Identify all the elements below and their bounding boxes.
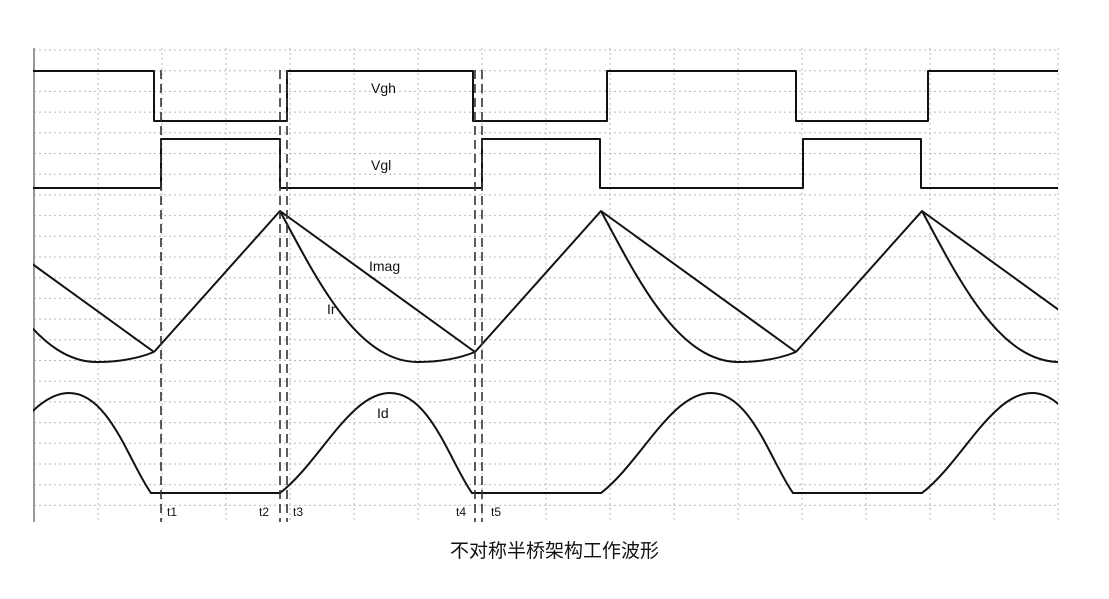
id-trace xyxy=(33,392,154,494)
vgh-trace xyxy=(33,70,1058,122)
marker-t2: t2 xyxy=(259,505,269,519)
imag-trace xyxy=(33,263,155,353)
id-trace xyxy=(796,392,1058,494)
id-trace xyxy=(154,392,475,494)
label-vgl: Vgl xyxy=(371,157,391,173)
label-imag: Imag xyxy=(369,258,400,274)
label-id: Id xyxy=(377,405,389,421)
marker-t5: t5 xyxy=(491,505,501,519)
imag-trace xyxy=(153,210,476,353)
vgl-trace xyxy=(33,138,1058,189)
ir-trace xyxy=(33,327,155,363)
id-trace xyxy=(475,392,796,494)
label-vgh: Vgh xyxy=(371,80,396,96)
marker-t1: t1 xyxy=(167,505,177,519)
grid xyxy=(34,48,1059,522)
ir-trace xyxy=(600,210,797,363)
ir-trace xyxy=(279,210,476,363)
figure-caption: 不对称半桥架构工作波形 xyxy=(449,540,659,562)
imag-trace xyxy=(795,210,1058,353)
marker-t4: t4 xyxy=(456,505,466,519)
marker-t3: t3 xyxy=(293,505,303,519)
ir-trace xyxy=(921,210,1058,363)
label-ir: Ir xyxy=(327,301,336,317)
imag-trace xyxy=(474,210,797,353)
